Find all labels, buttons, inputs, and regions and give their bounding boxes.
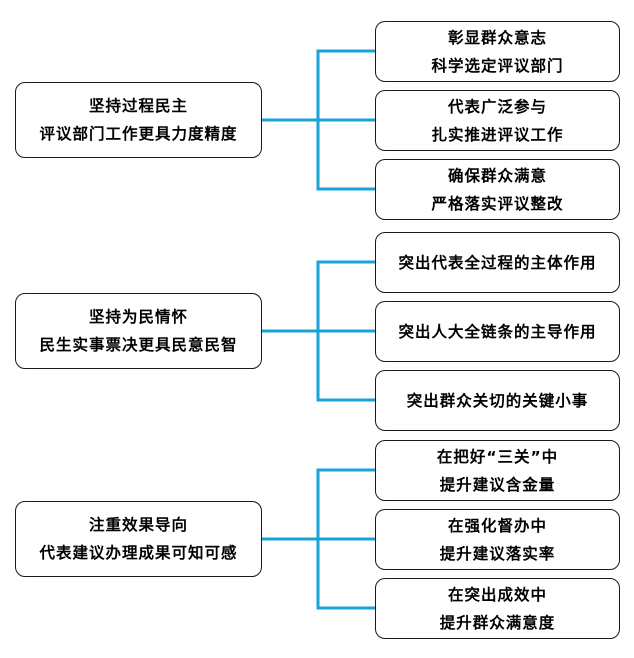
sub-box-line-1: 代表广泛参与 [447,97,547,116]
main-box-title: 坚持过程民主 [88,97,188,115]
sub-box-2-2: 突出人大全链条的主导作用 [375,301,620,362]
sub-box-line-1: 彰显群众意志 [447,28,547,47]
sub-box-1-3: 确保群众满意 严格落实评议整改 [375,159,620,220]
sub-box-2-1: 突出代表全过程的主体作用 [375,232,620,293]
sub-box-line-1: 在把好“三关”中 [436,447,559,466]
sub-box-line-1: 突出代表全过程的主体作用 [398,253,597,272]
sub-box-3-2: 在强化督办中 提升建议落实率 [375,509,620,570]
sub-box-1-2: 代表广泛参与 扎实推进评议工作 [375,90,620,151]
sub-box-line-2: 提升建议含金量 [439,475,556,494]
sub-box-line-1: 在突出成效中 [447,585,547,604]
sub-box-3-3: 在突出成效中 提升群众满意度 [375,578,620,639]
sub-box-line-2: 科学选定评议部门 [431,56,564,75]
sub-box-1-1: 彰显群众意志 科学选定评议部门 [375,21,620,82]
sub-box-line-1: 突出群众关切的关键小事 [406,391,589,410]
sub-box-line-2: 扎实推进评议工作 [431,125,564,144]
main-box-results-oriented: 注重效果导向 代表建议办理成果可知可感 [15,501,262,577]
sub-box-line-1: 突出人大全链条的主导作用 [398,322,597,341]
main-box-subtitle: 评议部门工作更具力度精度 [39,125,238,143]
main-box-title: 坚持为民情怀 [88,308,188,326]
sub-box-line-2: 严格落实评议整改 [431,194,564,213]
main-box-people-oriented: 坚持为民情怀 民生实事票决更具民意民智 [15,293,262,369]
main-box-title: 注重效果导向 [88,516,188,534]
sub-box-3-1: 在把好“三关”中 提升建议含金量 [375,440,620,501]
sub-box-line-1: 在强化督办中 [447,516,547,535]
sub-box-2-3: 突出群众关切的关键小事 [375,370,620,431]
sub-box-line-2: 提升建议落实率 [439,544,556,563]
sub-box-line-2: 提升群众满意度 [439,613,556,632]
main-box-subtitle: 代表建议办理成果可知可感 [39,544,238,562]
main-box-subtitle: 民生实事票决更具民意民智 [39,336,238,354]
main-box-process-democracy: 坚持过程民主 评议部门工作更具力度精度 [15,82,262,158]
sub-box-line-1: 确保群众满意 [447,166,547,185]
